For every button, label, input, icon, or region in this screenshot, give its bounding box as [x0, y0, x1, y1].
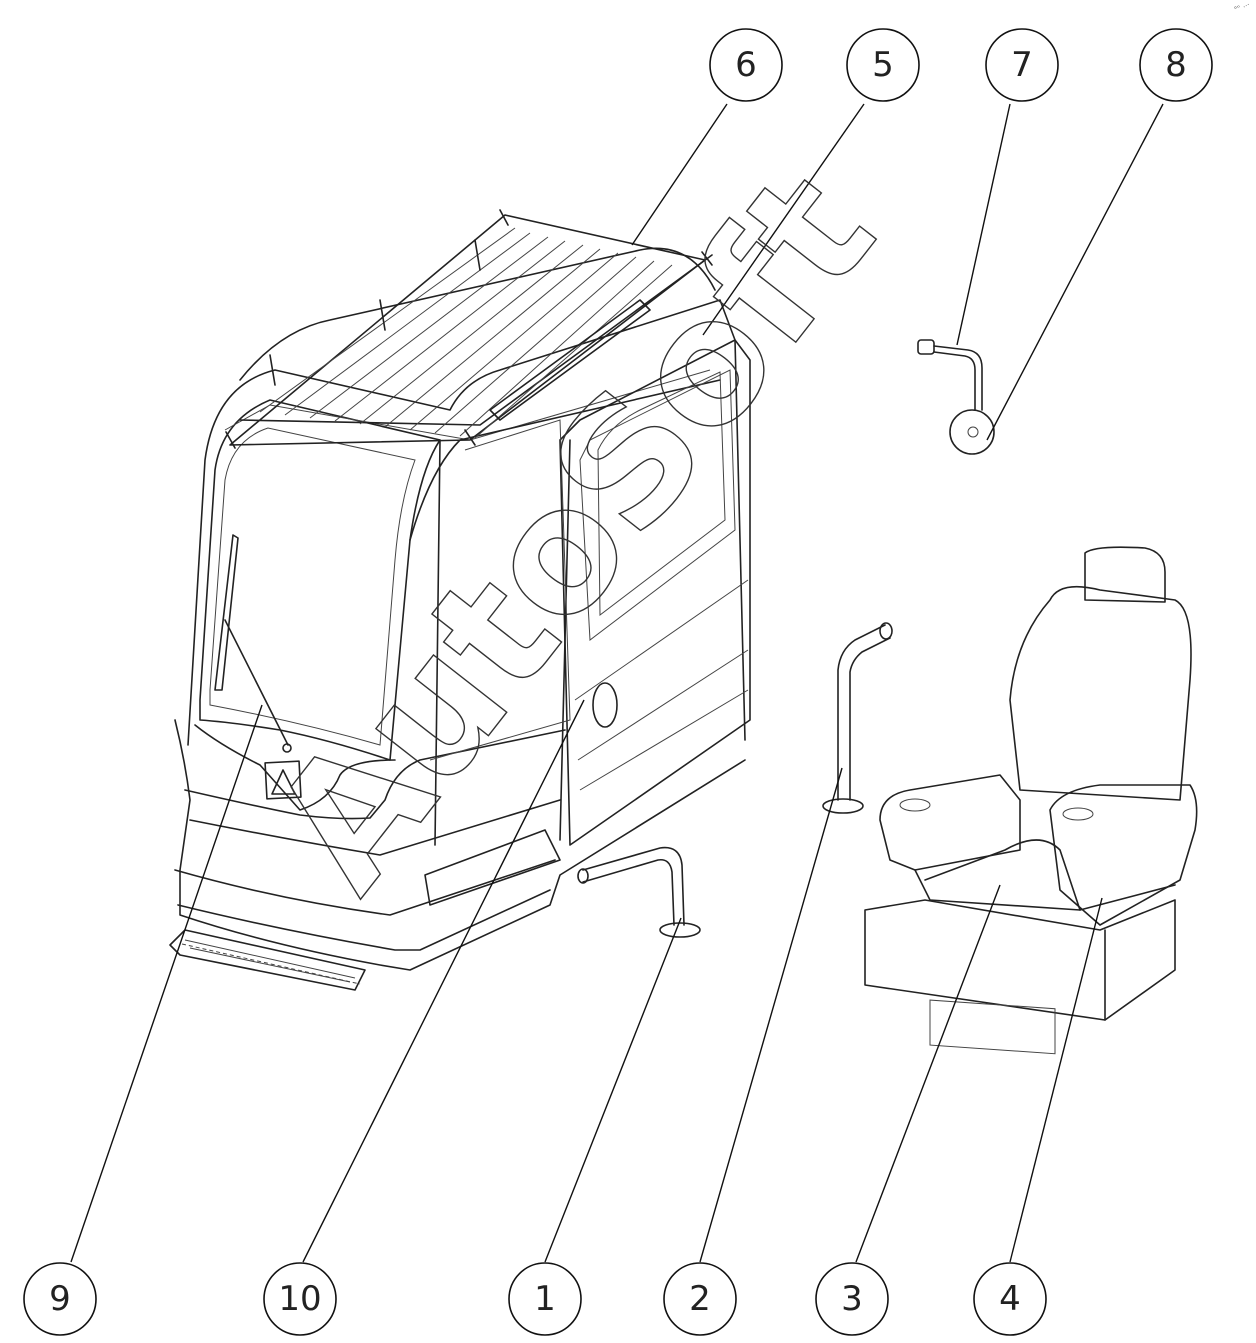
- handrail-short: [577, 846, 701, 938]
- balloon-label: 7: [1011, 45, 1033, 85]
- handrail-tall: [822, 622, 893, 814]
- mirror: [917, 339, 995, 455]
- step-plate: [169, 929, 366, 991]
- balloon-label: 1: [534, 1279, 556, 1319]
- balloon-label: 3: [841, 1279, 863, 1319]
- balloon-label: 8: [1165, 45, 1187, 85]
- balloon-2: 2: [663, 1262, 737, 1336]
- balloon-label: 6: [735, 45, 757, 85]
- balloon-label: 2: [689, 1279, 711, 1319]
- balloon-label: 10: [278, 1279, 321, 1319]
- roof-rack: [225, 209, 713, 449]
- balloon-5: 5: [846, 28, 920, 102]
- balloon-4: 4: [973, 1262, 1047, 1336]
- balloon-9: 9: [23, 1262, 97, 1336]
- balloon-6: 6: [709, 28, 783, 102]
- balloon-7: 7: [985, 28, 1059, 102]
- corner-mark: °ⁿ …: [1233, 0, 1250, 14]
- cab: [174, 247, 751, 971]
- windshield-wiper: [214, 534, 292, 753]
- balloon-label: 4: [999, 1279, 1021, 1319]
- balloon-10: 10: [263, 1262, 337, 1336]
- balloon-3: 3: [815, 1262, 889, 1336]
- balloon-label: 5: [872, 45, 894, 85]
- balloon-8: 8: [1139, 28, 1213, 102]
- watermark: AutoSoft: [236, 137, 912, 925]
- leader-lines: [70, 103, 1164, 1263]
- balloon-label: 9: [49, 1279, 71, 1319]
- balloon-1: 1: [508, 1262, 582, 1336]
- operator-seat: [864, 546, 1198, 1055]
